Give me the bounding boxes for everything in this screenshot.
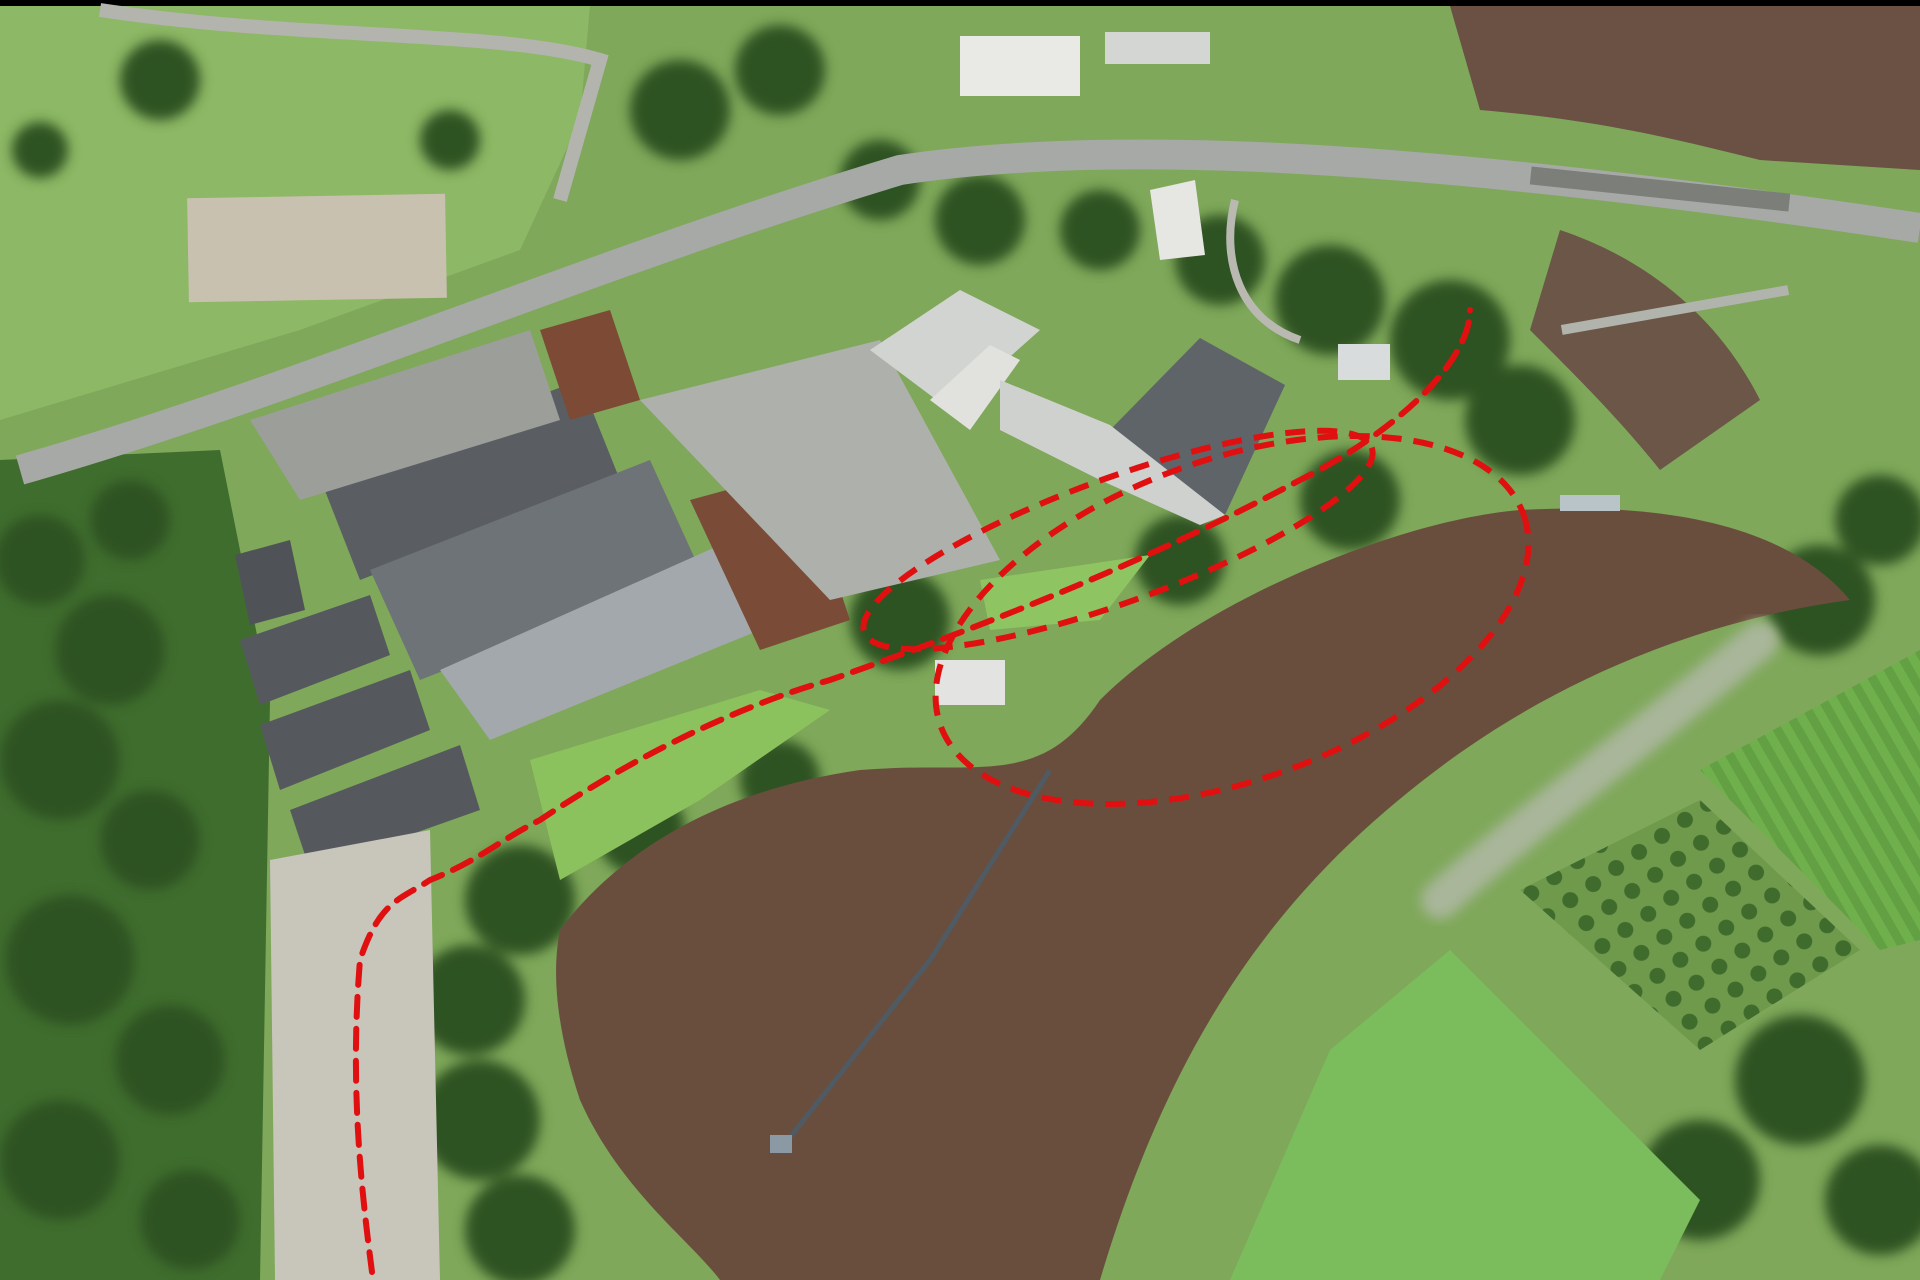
rapids xyxy=(1530,230,1760,470)
brick-tower xyxy=(540,310,640,420)
shed-1 xyxy=(240,595,390,705)
factory-roof-2 xyxy=(370,460,700,680)
warehouse-front xyxy=(1000,380,1225,525)
zone-ellipse-inner xyxy=(860,427,1376,653)
shed-small xyxy=(235,540,305,625)
white-building xyxy=(870,290,1040,410)
meadow-field xyxy=(1230,950,1700,1280)
driveway xyxy=(1226,199,1302,344)
willow-row xyxy=(1421,621,1779,919)
white-building-2 xyxy=(930,345,1020,430)
gravel-court xyxy=(187,193,447,303)
side-road xyxy=(98,3,609,202)
far-building-2 xyxy=(1105,32,1210,64)
crop-field xyxy=(1700,650,1920,950)
dock xyxy=(1560,495,1620,511)
warehouse-roof xyxy=(1110,338,1285,515)
main-road xyxy=(15,139,1920,485)
factory-roof-3 xyxy=(440,545,760,740)
gravel-yard xyxy=(270,830,440,1280)
shed-3 xyxy=(290,745,480,870)
orchard-field xyxy=(1520,800,1860,1050)
villa xyxy=(1150,180,1205,260)
forecourt xyxy=(640,340,1000,600)
riverbank-lawn xyxy=(530,690,830,880)
pier-end xyxy=(770,1135,792,1153)
zone-ellipse-outer xyxy=(932,433,1532,807)
pavilion xyxy=(1338,344,1390,380)
river-upper xyxy=(1450,6,1920,170)
footbridge xyxy=(1560,285,1790,335)
bridge xyxy=(1529,166,1791,212)
factory-roof-1 xyxy=(320,380,620,580)
pier-walkway xyxy=(778,768,1053,1152)
parking-lot xyxy=(250,330,560,500)
far-building xyxy=(960,36,1080,96)
waterside-house xyxy=(935,660,1005,705)
route-dashed-line xyxy=(352,307,1473,1275)
shed-2 xyxy=(260,670,430,790)
river xyxy=(556,508,1851,1280)
